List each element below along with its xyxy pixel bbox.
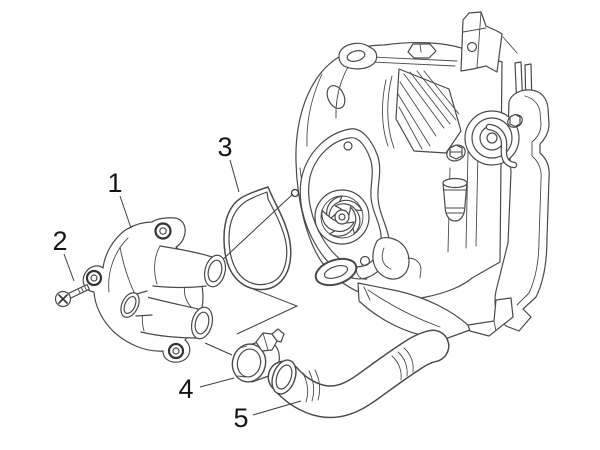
left-stub-pipe (120, 290, 153, 318)
hex-screw-right-lower (446, 144, 466, 162)
callout-1-number: 1 (107, 168, 122, 198)
callout-5: 5 (233, 400, 302, 433)
mount-ear-loop (338, 42, 378, 70)
case-vent-hole (326, 85, 346, 109)
oval-slot-boss (314, 257, 358, 287)
fin-bracket (460, 11, 503, 73)
pump-cover-gasket (223, 186, 292, 291)
cylinder-fin-block (382, 68, 462, 154)
top-bracket-tab (407, 43, 437, 59)
engine-crankcase-assembly (290, 11, 550, 340)
elbow-boss (372, 237, 422, 280)
lower-outlet-spout (140, 296, 214, 340)
upper-outlet-spout (152, 245, 227, 289)
callout-2: 2 (52, 226, 75, 282)
cover-ear-holes (85, 222, 185, 360)
impeller (314, 189, 370, 245)
callout-2-number: 2 (52, 226, 67, 256)
assembly-axis-lines (204, 193, 299, 356)
bottom-stub-plug (442, 177, 468, 222)
case-parting-rail (371, 56, 458, 67)
hose-ribs-left (302, 369, 321, 403)
hose-ribs-right (391, 347, 414, 381)
bracket-hole (466, 41, 478, 53)
flange-bolt-hole-top (343, 141, 353, 151)
clamp-buckle (255, 328, 285, 352)
bottom-skirt-panel (357, 282, 514, 340)
side-boss-and-pipe (446, 110, 523, 169)
callout-5-number: 5 (233, 403, 248, 433)
water-pump-cover (82, 217, 227, 363)
callout-4: 4 (178, 374, 235, 404)
callout-3: 3 (217, 132, 240, 193)
coolant-hose (267, 329, 450, 419)
flange-bolt-hole-bottom (359, 255, 371, 267)
hose-clamp (231, 328, 285, 383)
hose-open-end (271, 359, 297, 395)
cover-flange (82, 217, 204, 363)
callout-3-number: 3 (217, 132, 232, 162)
pan-head-screw (54, 283, 90, 308)
case-dowel-hole (290, 188, 300, 198)
hex-screw-right-upper (507, 113, 523, 128)
callout-4-number: 4 (178, 374, 193, 404)
callout-1: 1 (107, 168, 132, 229)
